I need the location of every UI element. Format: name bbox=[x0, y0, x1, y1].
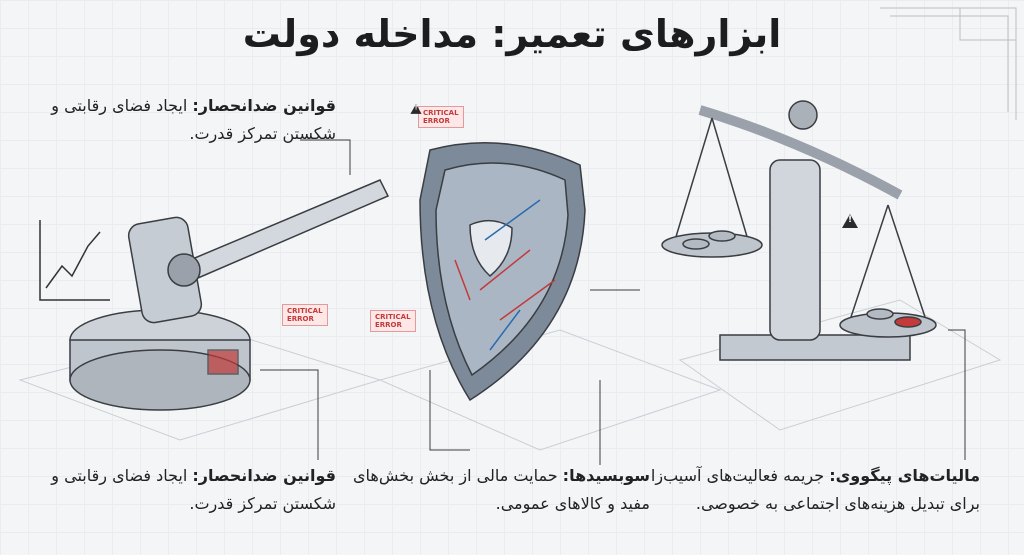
note-antitrust-top-label: قوانین ضدانحصار: bbox=[192, 96, 336, 115]
note-antitrust-bottom-text: ایجاد فضای رقابتی و شکستن تمرکز قدرت. bbox=[51, 466, 336, 513]
balance-scale-illustration bbox=[661, 100, 937, 361]
note-pigouvian-tax-text: جریمه فعالیت‌های آسیب‌زا برای تبدیل هزین… bbox=[650, 466, 980, 513]
note-antitrust-bottom: قوانین ضدانحصار: ایجاد فضای رقابتی و شکس… bbox=[36, 462, 336, 518]
critical-error-tag-shield-top: CRITICAL ERROR bbox=[418, 106, 464, 128]
note-subsidies-label: سوبسیدها: bbox=[562, 466, 650, 485]
warning-triangle-icon bbox=[842, 214, 858, 228]
warning-triangle-icon bbox=[410, 104, 422, 114]
note-pigouvian-tax: مالیات‌های پیگووی: جریمه فعالیت‌های آسیب… bbox=[640, 462, 980, 518]
note-pigouvian-tax-label: مالیات‌های پیگووی: bbox=[829, 466, 980, 485]
page-title: ابزارهای تعمیر: مداخله دولت bbox=[242, 12, 782, 56]
note-antitrust-top-text: ایجاد فضای رقابتی و شکستن تمرکز قدرت. bbox=[51, 96, 336, 143]
critical-error-tag-shield-left: CRITICAL ERROR bbox=[370, 310, 416, 332]
gavel-callouts bbox=[260, 139, 351, 460]
trend-chart-sketch bbox=[39, 220, 110, 301]
gavel-illustration bbox=[69, 179, 390, 411]
note-subsidies: سوبسیدها: حمایت مالی از بخش بخش‌های مفید… bbox=[350, 462, 650, 518]
note-antitrust-bottom-label: قوانین ضدانحصار: bbox=[192, 466, 336, 485]
shield-illustration bbox=[419, 142, 586, 402]
scale-callouts bbox=[948, 329, 966, 460]
critical-error-tag-gavel: CRITICAL ERROR bbox=[282, 304, 328, 326]
corner-frame bbox=[880, 7, 1017, 120]
shield-callouts bbox=[429, 289, 640, 465]
note-antitrust-top: قوانین ضدانحصار: ایجاد فضای رقابتی و شکس… bbox=[36, 92, 336, 148]
note-subsidies-text: حمایت مالی از بخش بخش‌های مفید و کالاهای… bbox=[353, 466, 650, 513]
